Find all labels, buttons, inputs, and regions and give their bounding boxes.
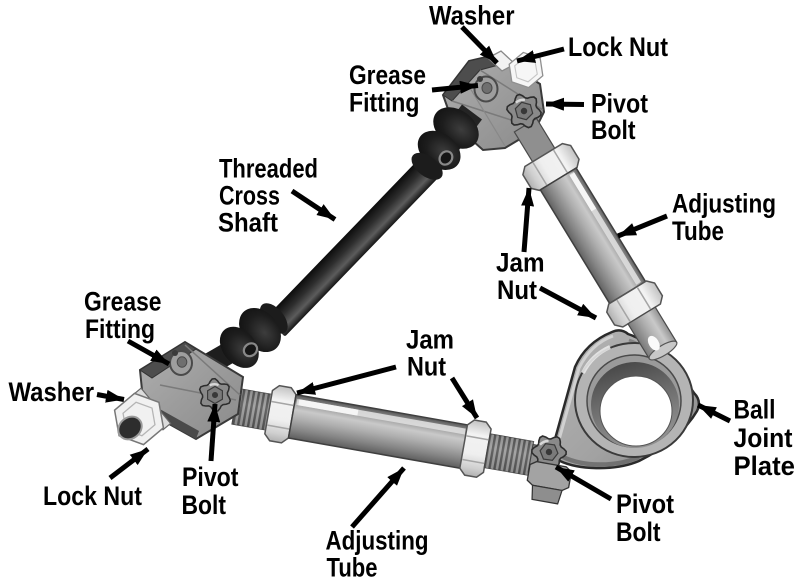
svg-text:Fitting: Fitting	[85, 314, 155, 344]
svg-text:Tube: Tube	[327, 553, 378, 583]
svg-text:Adjusting: Adjusting	[672, 189, 776, 219]
svg-text:Ball: Ball	[734, 395, 776, 425]
svg-text:Adjusting: Adjusting	[326, 526, 429, 556]
svg-text:Jam: Jam	[496, 248, 545, 278]
svg-text:Plate: Plate	[734, 451, 796, 481]
svg-text:Joint: Joint	[734, 423, 793, 453]
svg-text:Grease: Grease	[349, 60, 426, 90]
svg-text:Nut: Nut	[407, 352, 446, 382]
svg-text:Lock Nut: Lock Nut	[568, 32, 668, 62]
svg-text:Lock Nut: Lock Nut	[43, 481, 142, 511]
svg-text:Pivot: Pivot	[591, 89, 648, 119]
svg-text:Grease: Grease	[84, 287, 162, 317]
svg-text:Bolt: Bolt	[591, 115, 636, 145]
svg-text:Washer: Washer	[9, 377, 95, 407]
svg-text:Shaft: Shaft	[218, 208, 278, 238]
svg-text:Fitting: Fitting	[349, 88, 420, 118]
svg-text:Cross: Cross	[219, 181, 280, 211]
svg-text:Nut: Nut	[497, 275, 537, 305]
svg-text:Bolt: Bolt	[616, 517, 661, 547]
svg-text:Threaded: Threaded	[219, 154, 318, 184]
svg-text:Tube: Tube	[672, 216, 724, 246]
svg-text:Pivot: Pivot	[616, 489, 674, 519]
svg-text:Jam: Jam	[406, 325, 454, 355]
svg-text:Bolt: Bolt	[182, 490, 227, 520]
svg-text:Washer: Washer	[429, 1, 515, 31]
svg-text:Pivot: Pivot	[182, 462, 239, 492]
